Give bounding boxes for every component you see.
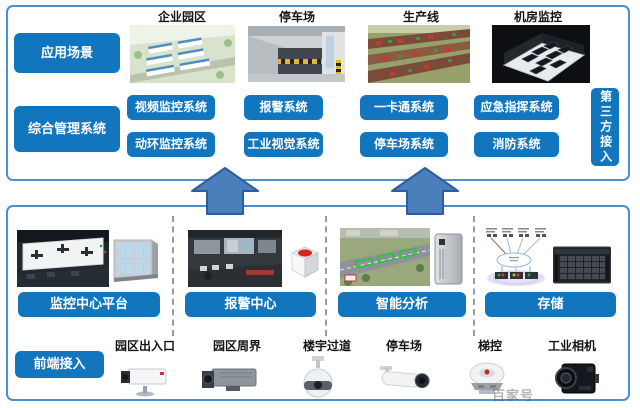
scene-label-enterprise-park: 企业园区 <box>157 10 206 24</box>
box-camera-large-icon <box>202 366 260 394</box>
alarm-system-button[interactable]: 报警系统 <box>244 95 323 120</box>
production-line-photo <box>368 25 470 83</box>
device-label-industrial-camera: 工业相机 <box>547 339 596 353</box>
emergency-command-system-button[interactable]: 应急指挥系统 <box>474 95 559 120</box>
device-label-park-perimeter: 园区周界 <box>212 339 261 353</box>
analysis-server-image <box>434 233 464 285</box>
bullet-camera-icon <box>372 364 434 394</box>
alarm-center-photo <box>188 230 282 287</box>
watermark-text: 百家号 <box>492 388 535 403</box>
server-room-photo <box>492 25 590 83</box>
parking-entrance-photo <box>248 26 345 82</box>
device-label-elevator-control: 梯控 <box>477 339 502 353</box>
storage-array-image <box>553 245 611 285</box>
frontend-access-button[interactable]: 前端接入 <box>15 351 104 378</box>
up-arrow-right <box>391 167 459 215</box>
up-arrow-left <box>191 167 259 215</box>
section-divider-3 <box>473 216 475 336</box>
ptz-dome-camera-icon <box>297 356 339 402</box>
storage-button[interactable]: 存储 <box>485 292 616 317</box>
device-label-building-corridor: 楼宇过道 <box>302 339 351 353</box>
alarm-center-button[interactable]: 报警中心 <box>185 292 316 317</box>
scene-label-production-line: 生产线 <box>402 10 439 24</box>
mgmt-system-button[interactable]: 综合管理系统 <box>14 106 120 152</box>
industrial-vision-system-button[interactable]: 工业视觉系统 <box>244 132 323 157</box>
traffic-analysis-photo <box>340 228 430 286</box>
scene-label-server-room: 机房监控 <box>513 10 562 24</box>
display-panel-image <box>112 236 160 282</box>
scene-label-parking-lot: 停车场 <box>278 10 315 24</box>
device-label-parking-lot: 停车场 <box>385 339 422 353</box>
monitoring-center-platform-button[interactable]: 监控中心平台 <box>18 292 160 317</box>
device-label-park-entrance: 园区出入口 <box>114 339 175 353</box>
fire-protection-system-button[interactable]: 消防系统 <box>474 132 559 157</box>
enterprise-park-photo <box>130 25 235 83</box>
box-camera-icon <box>118 362 172 398</box>
app-scenarios-button[interactable]: 应用场景 <box>14 33 120 73</box>
env-monitoring-system-button[interactable]: 动环监控系统 <box>127 132 215 157</box>
video-wall-photo <box>17 230 109 287</box>
parking-system-button[interactable]: 停车场系统 <box>360 132 448 157</box>
industrial-camera-icon <box>553 360 599 398</box>
one-card-system-button[interactable]: 一卡通系统 <box>360 95 448 120</box>
section-divider-2 <box>325 216 327 336</box>
section-divider-1 <box>172 216 174 336</box>
third-party-access-button[interactable]: 第三方接入 <box>591 88 619 166</box>
intelligent-analysis-button[interactable]: 智能分析 <box>338 292 466 317</box>
panic-button-image <box>288 243 321 279</box>
elevator-reader-dome-icon <box>465 360 509 396</box>
storage-network-diagram <box>483 225 549 287</box>
video-surveillance-system-button[interactable]: 视频监控系统 <box>127 95 215 120</box>
